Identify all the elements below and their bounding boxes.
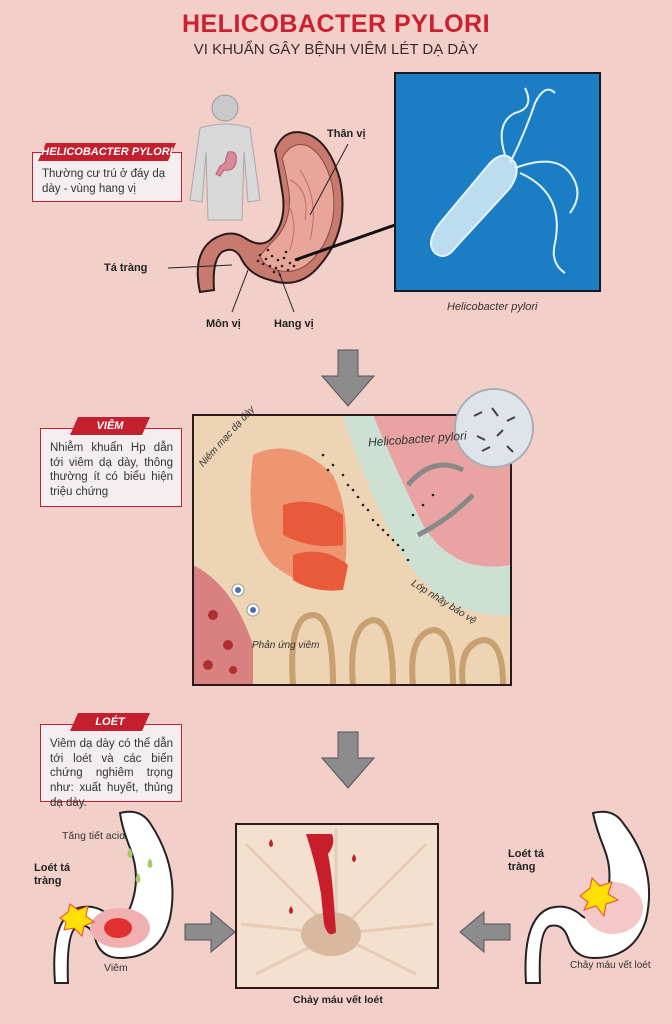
chay-mau-center-label: Chảy máu vết loét <box>293 994 383 1006</box>
page-title: HELICOBACTER PYLORI <box>181 10 491 38</box>
down-arrow-icon <box>320 731 376 789</box>
loet-tag: LOÉT <box>70 713 150 731</box>
loet-left-label: Loét tá tràng <box>34 862 71 887</box>
left-stomach-illustration <box>53 810 174 984</box>
mucosa-illustration <box>192 414 512 686</box>
hp-tag: HELICOBACTER PYLORI <box>38 143 176 161</box>
viem-label: Viêm <box>104 962 128 974</box>
stomach-illustration <box>167 131 396 313</box>
left-arrow-icon <box>459 910 511 954</box>
bleeding-illustration <box>235 823 439 989</box>
mon-vi-label: Môn vị <box>206 318 241 330</box>
loet-info-box: Viêm dạ dày có thể dẫn tới loét và các b… <box>40 724 182 809</box>
bacteria-zoom-circle <box>454 388 534 468</box>
loet-info-text: Viêm dạ dày có thể dẫn tới loét và các b… <box>50 738 173 809</box>
page-subtitle: VI KHUẨN GÂY BỆNH VIÊM LÉT DẠ DÀY <box>193 41 479 58</box>
right-stomach-illustration <box>524 810 651 984</box>
tang-tiet-label: Tăng tiết acid <box>62 830 126 842</box>
bacterium-photo <box>394 72 601 292</box>
viem-info-box: Nhiễm khuẩn Hp dẫn tới viêm dạ dày, thôn… <box>40 428 182 507</box>
hp-info-text: Thường cư trú ở đáy dạ dày - vùng hang v… <box>42 168 166 195</box>
hang-vi-label: Hang vị <box>274 318 314 330</box>
ta-trang-label: Tá tràng <box>104 262 148 274</box>
viem-tag: VIÊM <box>70 417 150 435</box>
photo-caption: Helicobacter pylori <box>447 301 538 313</box>
phan-ung-label: Phản ứng viêm <box>252 640 320 651</box>
viem-info-text: Nhiễm khuẩn Hp dẫn tới viêm dạ dày, thôn… <box>50 442 173 499</box>
human-silhouette-icon <box>189 94 261 221</box>
than-vi-label: Thân vị <box>327 128 366 140</box>
down-arrow-icon <box>320 349 376 407</box>
right-arrow-icon <box>184 910 236 954</box>
chay-mau-right-label: Chảy máu vết loét <box>570 960 651 971</box>
loet-right-label: Loét tá tràng <box>508 848 545 873</box>
